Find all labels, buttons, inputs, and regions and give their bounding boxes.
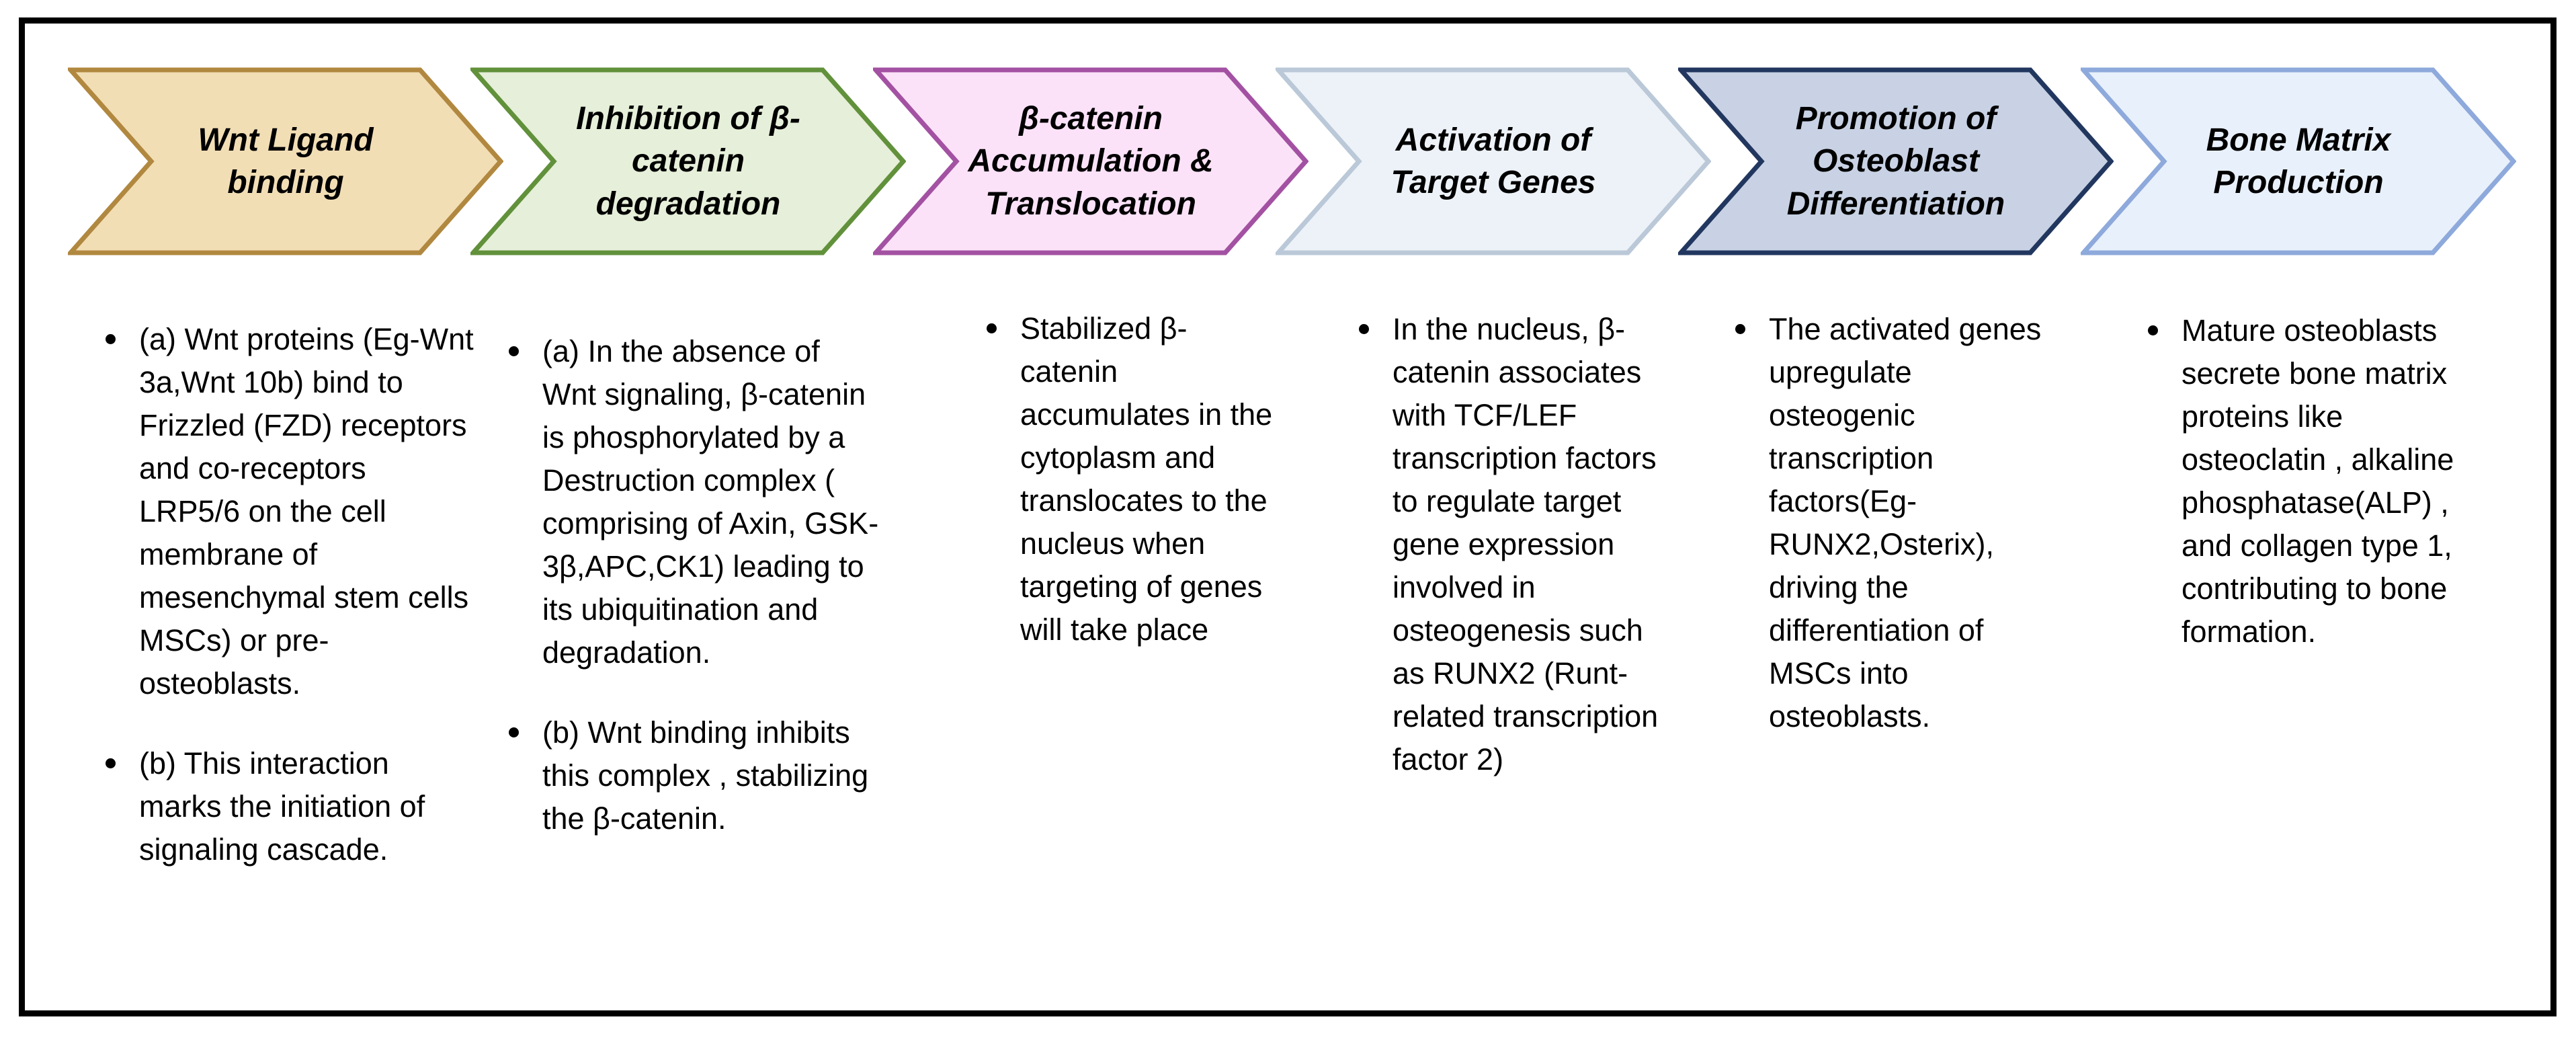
bullet-icon bbox=[1359, 324, 1369, 334]
chevron-step-5: Promotion of Osteoblast Differentiation bbox=[1678, 67, 2114, 255]
bullet-item: (b) Wnt binding inhibits this complex , … bbox=[507, 711, 882, 840]
bullet-text: (a) Wnt proteins (Eg-Wnt 3a,Wnt 10b) bin… bbox=[139, 322, 474, 700]
step-title-1: Wnt Ligand binding bbox=[198, 122, 374, 200]
bullet-item: The activated genes upregulate osteogeni… bbox=[1734, 308, 2051, 738]
bullet-item: (a) In the absence of Wnt signaling, β-c… bbox=[507, 330, 882, 674]
bullet-item: Mature osteoblasts secrete bone matrix p… bbox=[2147, 309, 2460, 653]
bullet-item: Stabilized β-catenin accumulates in the … bbox=[985, 307, 1282, 651]
chevron-step-2: Inhibition of β-catenin degradation bbox=[470, 67, 906, 255]
bullet-list-3: Stabilized β-catenin accumulates in the … bbox=[985, 307, 1282, 651]
step-notes-4: In the nucleus, β-catenin associates wit… bbox=[1358, 308, 1681, 781]
bullet-list-2: (a) In the absence of Wnt signaling, β-c… bbox=[507, 330, 882, 840]
bullet-icon bbox=[106, 758, 116, 768]
step-title-5: Promotion of Osteoblast Differentiation bbox=[1786, 100, 2005, 222]
bullet-icon bbox=[509, 727, 519, 737]
chevron-arrow-shape bbox=[470, 67, 906, 255]
bullet-text: The activated genes upregulate osteogeni… bbox=[1769, 312, 2042, 733]
bullet-text: (b) Wnt binding inhibits this complex , … bbox=[542, 715, 869, 836]
bullet-text: In the nucleus, β-catenin associates wit… bbox=[1393, 312, 1659, 776]
chevron-step-3: β-catenin Accumulation & Translocation bbox=[873, 67, 1308, 255]
chevron-step-6: Bone Matrix Production bbox=[2081, 67, 2516, 255]
bullet-text: (a) In the absence of Wnt signaling, β-c… bbox=[542, 334, 879, 670]
step-title-3: β-catenin Accumulation & Translocation bbox=[968, 100, 1214, 222]
step-notes-5: The activated genes upregulate osteogeni… bbox=[1734, 308, 2051, 738]
bullet-item: In the nucleus, β-catenin associates wit… bbox=[1358, 308, 1681, 781]
bullet-icon bbox=[987, 323, 997, 333]
chevron-arrow-shape bbox=[2081, 67, 2516, 255]
chevron-step-4: Activation of Target Genes bbox=[1276, 67, 1711, 255]
step-notes-3: Stabilized β-catenin accumulates in the … bbox=[985, 307, 1282, 651]
bullet-icon bbox=[2148, 325, 2158, 335]
bullet-icon bbox=[509, 346, 519, 356]
bullet-item: (a) Wnt proteins (Eg-Wnt 3a,Wnt 10b) bin… bbox=[104, 318, 475, 705]
bullet-icon bbox=[1735, 324, 1745, 334]
chevron-arrow-shape bbox=[1276, 67, 1711, 255]
bullet-text: Mature osteoblasts secrete bone matrix p… bbox=[2182, 313, 2454, 649]
bullet-list-1: (a) Wnt proteins (Eg-Wnt 3a,Wnt 10b) bin… bbox=[104, 318, 475, 871]
step-notes-2: (a) In the absence of Wnt signaling, β-c… bbox=[507, 330, 882, 840]
bullet-list-4: In the nucleus, β-catenin associates wit… bbox=[1358, 308, 1681, 781]
bullet-text: Stabilized β-catenin accumulates in the … bbox=[1020, 311, 1273, 647]
step-notes-6: Mature osteoblasts secrete bone matrix p… bbox=[2147, 309, 2460, 653]
bullet-item: (b) This interaction marks the initiatio… bbox=[104, 742, 475, 871]
chevron-step-1: Wnt Ligand binding bbox=[68, 67, 503, 255]
bullet-list-6: Mature osteoblasts secrete bone matrix p… bbox=[2147, 309, 2460, 653]
bullet-text: (b) This interaction marks the initiatio… bbox=[139, 746, 425, 867]
step-title-6: Bone Matrix Production bbox=[2206, 122, 2391, 200]
chevron-arrow-shape bbox=[873, 67, 1308, 255]
chevron-arrow-shape bbox=[68, 67, 503, 255]
step-notes-1: (a) Wnt proteins (Eg-Wnt 3a,Wnt 10b) bin… bbox=[104, 318, 475, 871]
step-title-2: Inhibition of β-catenin degradation bbox=[576, 100, 800, 222]
step-title-4: Activation of Target Genes bbox=[1390, 122, 1596, 200]
chevron-arrow-shape bbox=[1678, 67, 2114, 255]
bullet-list-5: The activated genes upregulate osteogeni… bbox=[1734, 308, 2051, 738]
bullet-icon bbox=[106, 334, 116, 344]
